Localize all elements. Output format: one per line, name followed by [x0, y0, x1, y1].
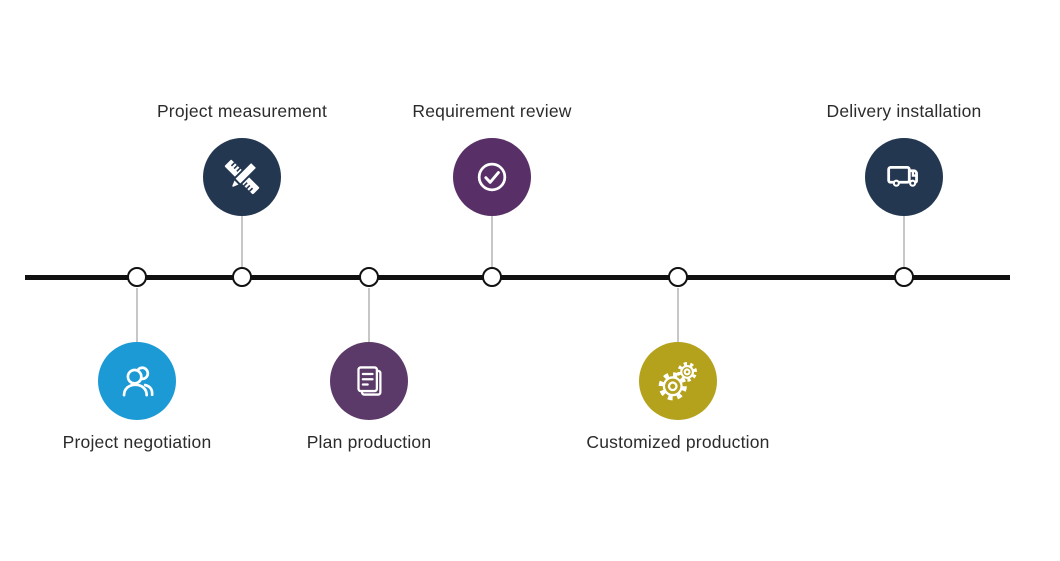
step-connector	[677, 288, 679, 342]
step-label: Requirement review	[412, 101, 572, 121]
timeline-node	[668, 267, 688, 287]
step-icon-circle	[203, 138, 281, 216]
step-icon-circle	[865, 138, 943, 216]
timeline-line	[25, 275, 1010, 280]
ruler-pencil-icon	[224, 159, 260, 195]
step-icon-circle	[98, 342, 176, 420]
people-icon	[122, 366, 154, 397]
step-icon-circle	[453, 138, 531, 216]
timeline-node	[894, 267, 914, 287]
document-icon	[357, 366, 382, 396]
step-connector	[491, 216, 493, 267]
timeline-node	[359, 267, 379, 287]
step-connector	[903, 216, 905, 267]
step-connector	[136, 288, 138, 342]
check-circle-icon	[477, 162, 507, 192]
timeline-node	[127, 267, 147, 287]
step-label: Plan production	[306, 432, 432, 452]
step-connector	[241, 216, 243, 267]
step-label: Customized production	[586, 432, 770, 452]
step-icon-circle	[330, 342, 408, 420]
step-icon-circle	[639, 342, 717, 420]
timeline-node	[482, 267, 502, 287]
step-connector	[368, 288, 370, 342]
step-label: Delivery installation	[826, 101, 982, 121]
step-label: Project negotiation	[62, 432, 212, 452]
timeline-node	[232, 267, 252, 287]
step-label: Project measurement	[156, 101, 328, 121]
truck-icon	[887, 166, 918, 187]
gears-icon	[658, 362, 697, 401]
